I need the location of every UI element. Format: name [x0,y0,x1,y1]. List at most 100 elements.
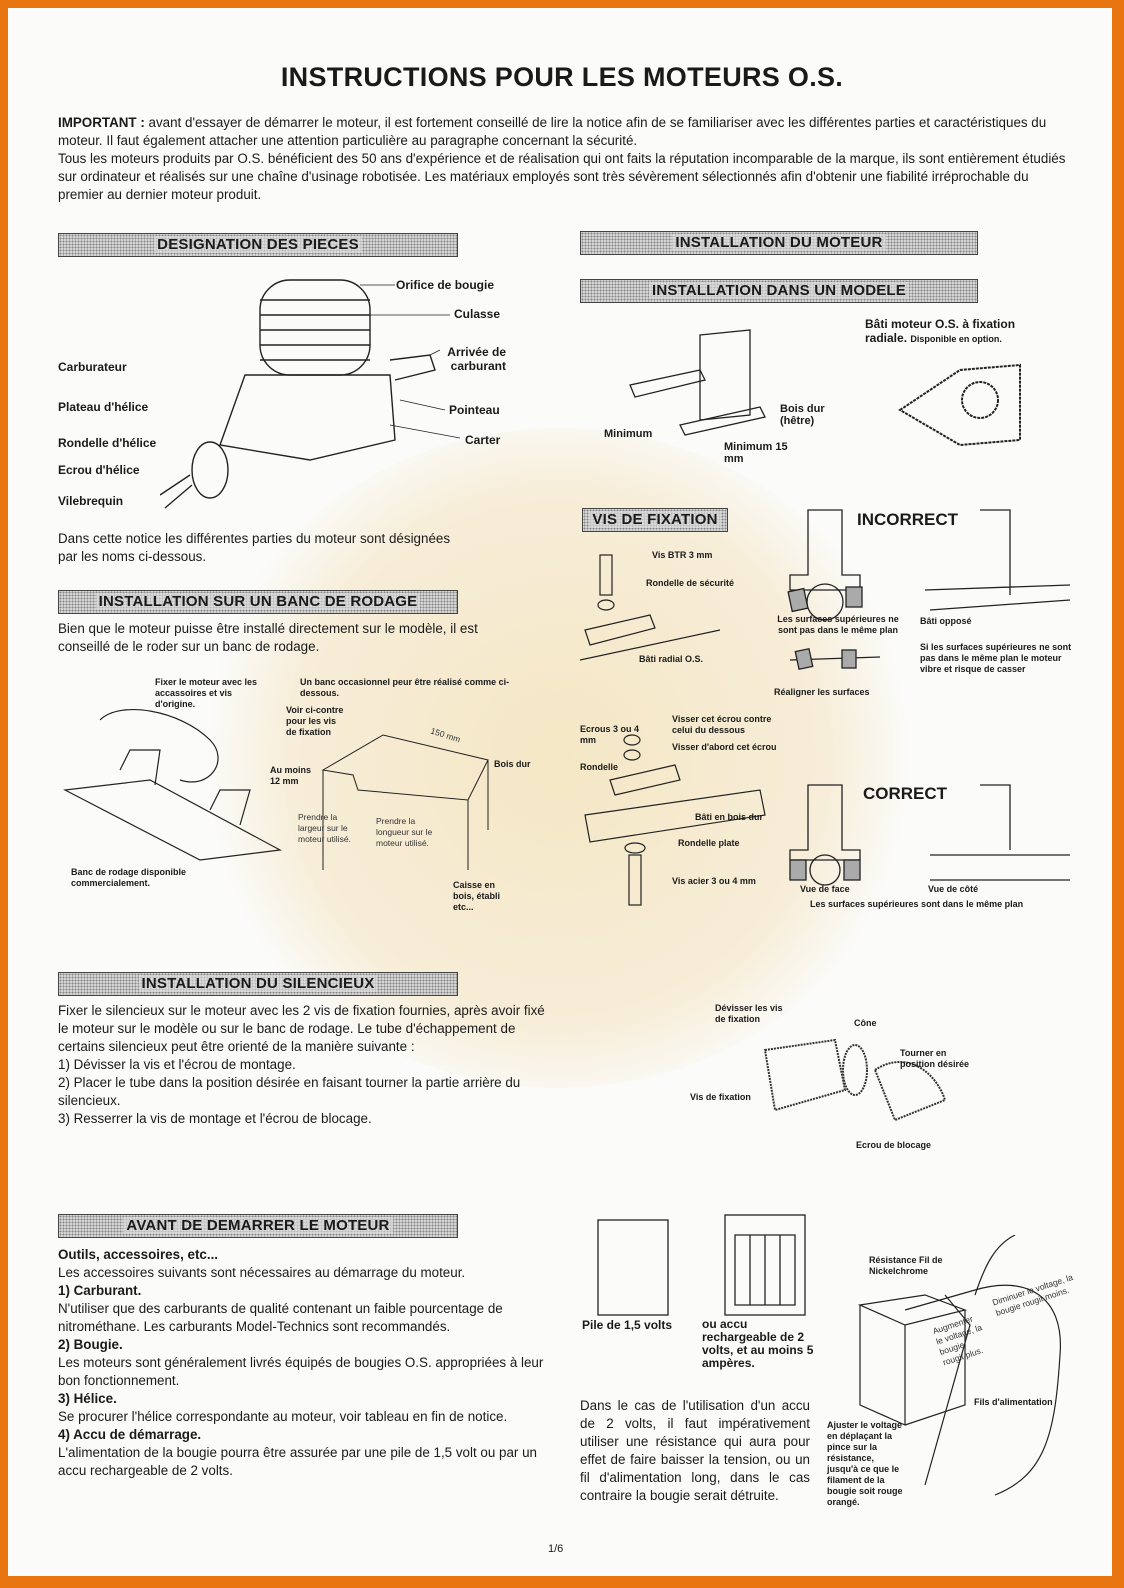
label-pointeau: Pointeau [449,403,500,417]
correct-vue-cote: Vue de côté [928,884,979,894]
label-carter: Carter [465,433,501,447]
item-carburant-text: N'utiliser que des carburants de qualité… [58,1301,503,1334]
item-accu-title: 4) Accu de démarrage. [58,1427,202,1442]
label-cone: Cône [854,1018,877,1028]
incorrect-diagram [787,509,1071,671]
engine-diagram [160,279,461,509]
banc-header-text: INSTALLATION SUR UN BANC DE RODAGE [95,593,421,610]
section-header-vis: VIS DE FIXATION [582,508,728,532]
muffler-diagram [763,1038,947,1122]
item-bougie-text: Les moteurs sont généralement livrés équ… [58,1355,544,1388]
item-accu-text: L'alimentation de la bougie pourra être … [58,1445,537,1478]
item-carburant-title: 1) Carburant. [58,1283,142,1298]
label-caisse: Caisse en bois, établi etc... [453,880,501,912]
label-tourner: Tourner en position désirée [900,1048,970,1069]
label-bois-hetre: Bois dur (hêtre) [780,403,825,427]
label-minimum-15: Minimum 15 mm [724,441,788,465]
label-moins: Au moins 12 mm [270,765,312,786]
incorrect-note-2: Si les surfaces supérieures ne sont pas … [920,642,1072,674]
label-bois-dur: Bois dur [494,759,531,769]
label-vilebrequin: Vilebrequin [58,494,124,508]
label-carburateur: Carburateur [58,360,127,374]
label-fils: Fils d'alimentation [974,1397,1053,1407]
label-bati-bois: Bâti en bois dur [695,812,764,822]
vis-header-text: VIS DE FIXATION [589,511,721,528]
label-orifice: Orifice de bougie [396,278,495,292]
label-ecrou-blocage: Ecrou de blocage [856,1140,932,1150]
label-ajuster: Ajuster le voltage en déplaçant la pince… [827,1420,903,1507]
avant-header-text: AVANT DE DEMARRER LE MOTEUR [123,1217,393,1234]
bati-text: Bâti moteur O.S. à fixation radiale. [865,317,1016,345]
designation-header-text: DESIGNATION DES PIECES [154,236,362,253]
label-rondelle-vis: Rondelle [580,762,619,772]
avant-content: Outils, accessoires, etc... Les accessoi… [58,1246,558,1480]
section-header-designation: DESIGNATION DES PIECES [58,233,458,257]
wood-mount-diagram [629,329,766,436]
banc-rodage-diagram [62,709,282,861]
intro-p1: avant d'essayer de démarrer le moteur, i… [58,115,1047,148]
incorrect-title: INCORRECT [857,510,959,529]
label-pile: Pile de 1,5 volts [582,1318,673,1332]
label-ecrou: Ecrou d'hélice [58,463,140,477]
item-helice-title: 3) Hélice. [58,1391,117,1406]
banc-text: Bien que le moteur puisse être installé … [58,621,478,654]
radial-mount-diagram [898,363,1021,447]
page-title: INSTRUCTIONS POUR LES MOTEURS O.S. [280,62,844,92]
label-occ: Un banc occasionnel peur être réalisé co… [300,677,510,698]
correct-note: Les surfaces supérieures sont dans le mê… [810,899,1024,909]
accu-text: Dans le cas de l'utilisation d'un accu d… [580,1398,810,1503]
label-devisser: Dévisser les vis de fixation [715,1003,783,1024]
modele-header-text: INSTALLATION DANS UN MODELE [649,282,909,299]
correct-vue-face: Vue de face [800,884,850,894]
intro: IMPORTANT : avant d'essayer de démarrer … [58,114,1070,204]
battery-illustrations [597,1214,806,1316]
incorrect-realign: Réaligner les surfaces [774,687,870,697]
label-culasse: Culasse [454,307,501,321]
label-banc: Banc de rodage disponible commercialemen… [71,867,187,888]
intro-p2: Tous les moteurs produits par O.S. bénéf… [58,151,1066,202]
section-header-avant: AVANT DE DEMARRER LE MOTEUR [58,1214,458,1238]
silencieux-text: Fixer le silencieux sur le moteur avec l… [58,1002,558,1128]
label-rondelle-securite: Rondelle de sécurité [646,578,735,588]
installation-header-text: INSTALLATION DU MOTEUR [672,234,886,251]
step-3: 3) Resserrer la vis de montage et l'écro… [58,1111,372,1126]
label-minimum: Minimum [604,428,653,440]
item-bougie-title: 2) Bougie. [58,1337,123,1352]
designation-text: Dans cette notice les différentes partie… [58,531,451,564]
label-resistance: Résistance Fil de Nickelchrome [869,1255,943,1276]
bench-box-diagram [321,734,489,870]
label-visser-1: Visser cet écrou contre celui du dessous [672,714,772,735]
wood-screw-diagram [584,734,766,906]
label-ecrous: Ecrous 3 ou 4 mm [580,724,640,745]
step-2: 2) Placer le tube dans la position désir… [58,1075,521,1108]
page-number: 1/6 [548,1543,564,1555]
label-plateau: Plateau d'hélice [58,400,149,414]
correct-title: CORRECT [863,784,948,803]
label-vis-fixation: Vis de fixation [690,1092,751,1102]
label-rondelle-plate: Rondelle plate [678,838,740,848]
section-header-banc: INSTALLATION SUR UN BANC DE RODAGE [58,590,458,614]
step-1: 1) Dévisser la vis et l'écrou de montage… [58,1057,296,1072]
label-btr: Vis BTR 3 mm [652,550,713,560]
label-vis-acier: Vis acier 3 ou 4 mm [672,876,756,886]
resistance-diagram [857,1235,1061,1496]
incorrect-note-1: Les surfaces supérieures ne sont pas dan… [777,614,899,635]
document-page [8,8,1112,1576]
bati-note: Disponible en option. [910,334,1002,344]
important-label: IMPORTANT : [58,115,145,130]
section-header-silencieux: INSTALLATION DU SILENCIEUX [58,972,458,996]
item-helice-text: Se procurer l'hélice correspondante au m… [58,1409,508,1424]
label-longueur: Prendre la longueur sur le moteur utilis… [376,816,433,848]
silencieux-header-text: INSTALLATION DU SILENCIEUX [138,975,378,992]
avant-text: Les accessoires suivants sont nécessaire… [58,1265,466,1280]
label-arrivee: Arrivée de carburant [447,345,506,373]
section-header-modele: INSTALLATION DANS UN MODELE [580,279,978,303]
radial-screw-diagram [580,554,721,661]
avant-sub: Outils, accessoires, etc... [58,1247,219,1262]
label-largeur: Prendre la largeur sur le moteur utilisé… [298,812,351,844]
label-fix: Fixer le moteur avec les accassoires et … [155,677,258,709]
label-visser-2: Visser d'abord cet écrou [672,742,777,752]
section-header-installation: INSTALLATION DU MOTEUR [580,231,978,255]
label-bati-radial-os: Bâti radial O.S. [639,654,704,664]
label-voir: Voir ci-contre pour les vis de fixation [286,705,344,737]
